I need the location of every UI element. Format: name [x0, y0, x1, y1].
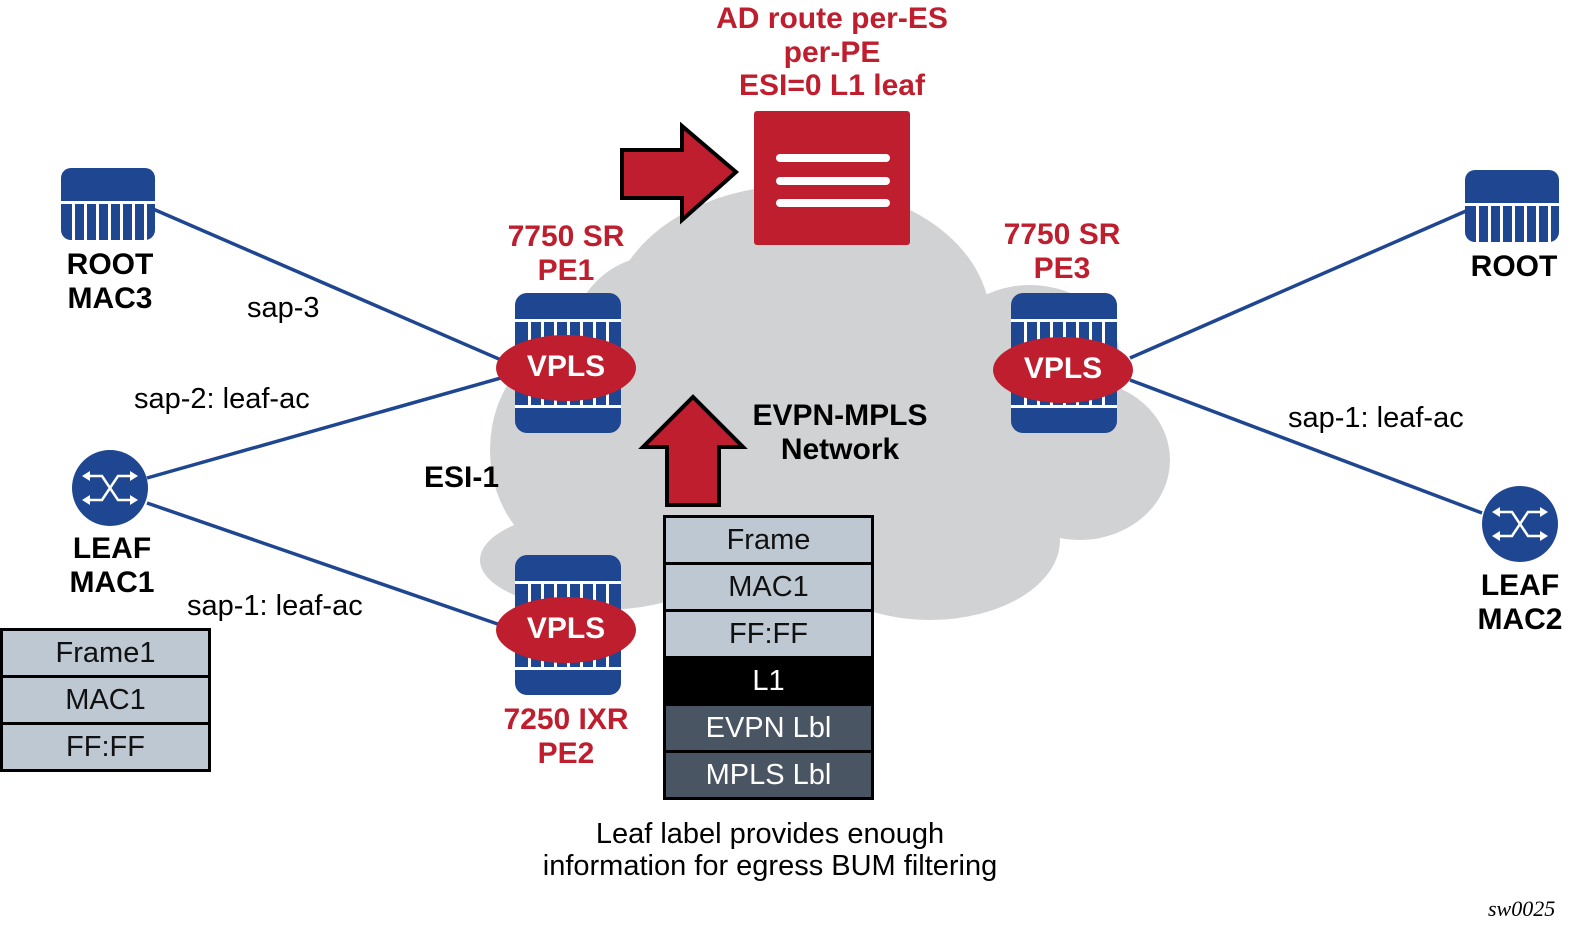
frame-stack-center: Frame MAC1 FF:FF L1 EVPN Lbl MPLS Lbl — [663, 515, 874, 800]
frame-left-cell: FF:FF — [3, 725, 208, 769]
pe2-model: 7250 IXR — [503, 703, 629, 736]
leaf-mac2-label: LEAF MAC2 — [1450, 569, 1574, 636]
figure-id: sw0025 — [1488, 896, 1556, 921]
right-arrow-icon — [620, 121, 740, 225]
frame-center-cell: FF:FF — [666, 612, 871, 656]
leaf-mac1-label: LEAF MAC1 — [42, 532, 182, 599]
link-sap-1-left — [146, 501, 516, 632]
pe3-vpls-label: VPLS — [1023, 352, 1103, 385]
route-title-line-2: per-PE — [783, 35, 881, 69]
network-line-1: EVPN-MPLS — [752, 399, 928, 432]
root-right-device-icon — [1465, 170, 1559, 242]
route-document-icon — [754, 111, 910, 245]
frame-center-cell-leaf-label: L1 — [666, 659, 871, 703]
root-mac3-line-1: ROOT — [66, 248, 154, 281]
pe3-model: 7750 SR — [1003, 218, 1121, 251]
sap-1-right-label: sap-1: leaf-ac — [1288, 402, 1464, 434]
pe1-name: PE1 — [537, 253, 595, 287]
frame-left-cell: Frame1 — [3, 631, 208, 675]
pe2-vpls-oval — [496, 597, 636, 663]
leaf-mac1-switch-icon — [70, 448, 150, 528]
pe1-vpls-oval — [496, 335, 636, 401]
pe3-vpls-oval — [993, 337, 1133, 403]
link-sap-1-right — [1129, 378, 1483, 515]
pe1-model: 7750 SR — [507, 220, 625, 253]
route-title-line-1: AD route per-ES — [716, 2, 948, 35]
caption-line-1: Leaf label provides enough — [595, 818, 945, 850]
link-sap-3 — [152, 207, 516, 368]
leaf-mac1-line-1: LEAF — [72, 532, 152, 565]
sap-2-label: sap-2: leaf-ac — [134, 383, 310, 415]
frame-center-cell: Frame — [666, 518, 871, 562]
leaf-mac2-line-2: MAC2 — [1477, 602, 1563, 636]
frame-center-cell: MPLS Lbl — [666, 753, 871, 797]
up-arrow-icon — [638, 394, 748, 507]
root-right-label: ROOT — [1444, 250, 1574, 284]
frame-stack-left: Frame1 MAC1 FF:FF — [0, 628, 211, 772]
pe2-label: 7250 IXR PE2 — [466, 703, 666, 770]
leaf-mac2-line-1: LEAF — [1480, 569, 1560, 602]
sap-1-left-label: sap-1: leaf-ac — [187, 590, 363, 622]
root-mac3-line-2: MAC3 — [67, 281, 153, 315]
links — [146, 207, 1483, 632]
frame-center-cell: EVPN Lbl — [666, 706, 871, 750]
caption-line-2: information for egress BUM filtering — [542, 850, 998, 883]
root-right-line-1: ROOT — [1470, 250, 1558, 283]
network-label: EVPN-MPLS Network — [730, 399, 950, 466]
caption: Leaf label provides enough information f… — [470, 818, 1070, 883]
leaf-mac2-switch-icon — [1480, 484, 1560, 564]
link-sap-2 — [146, 372, 516, 480]
root-mac3-device-icon — [61, 168, 155, 240]
pe1-label: 7750 SR PE1 — [466, 220, 666, 287]
link-pe3-root — [1129, 209, 1467, 360]
leaf-mac1-line-2: MAC1 — [69, 565, 155, 599]
sap-3-label: sap-3 — [247, 292, 320, 324]
network-line-2: Network — [780, 432, 900, 466]
frame-left-cell: MAC1 — [3, 678, 208, 722]
route-title: AD route per-ES per-PE ESI=0 L1 leaf — [632, 2, 1032, 103]
pe3-label: 7750 SR PE3 — [962, 218, 1162, 285]
pe1-vpls-label: VPLS — [526, 350, 606, 383]
pe2-name: PE2 — [537, 736, 595, 770]
frame-center-cell: MAC1 — [666, 565, 871, 609]
pe2-vpls-label: VPLS — [526, 612, 606, 645]
pe3-name: PE3 — [1033, 251, 1091, 285]
route-title-line-3: ESI=0 L1 leaf — [739, 69, 925, 103]
esi-label: ESI-1 — [424, 461, 500, 494]
root-mac3-label: ROOT MAC3 — [40, 248, 180, 315]
